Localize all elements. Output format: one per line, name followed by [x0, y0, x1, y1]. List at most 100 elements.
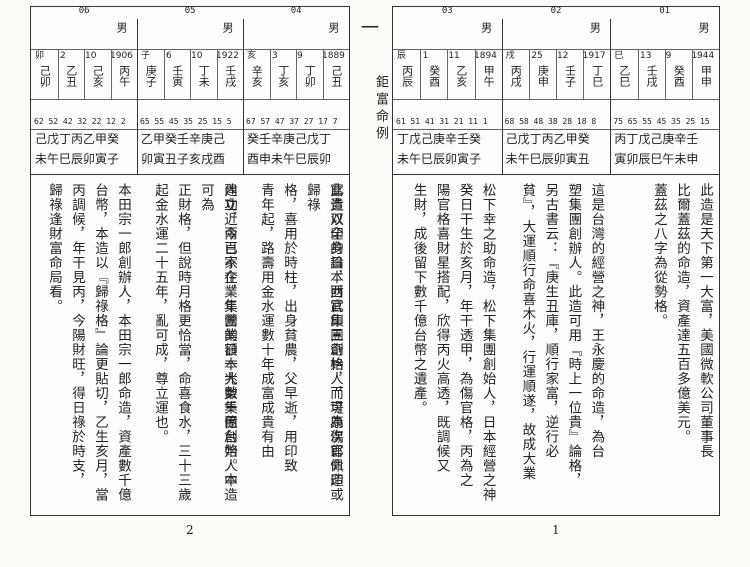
birth-number: 10 — [191, 51, 203, 61]
luck-cycle-branches: 酉申未午巳辰卯 — [247, 152, 332, 166]
pillar: 乙巳 — [617, 65, 631, 87]
pillar: 丙戌 — [509, 65, 523, 87]
pillar-divider — [110, 49, 112, 99]
page-number: 1 — [552, 523, 560, 537]
birth-number: 9 — [665, 51, 672, 61]
pillar: 己亥 — [91, 65, 105, 87]
commentary-line: 正財格，但說時月格更恰當，命喜食水，三十三歲 — [175, 183, 191, 502]
pillar: 庚申 — [536, 65, 550, 87]
commentary-line: 生財，成後留下數千億台幣之遺產。 — [410, 183, 427, 415]
case-column-divider — [610, 19, 612, 174]
commentary-line: 台幣，本造以『歸祿格』論更貼切，乙生亥月，當 — [92, 183, 108, 502]
pillar-divider — [84, 49, 85, 99]
pillar: 乙丑 — [64, 65, 78, 87]
birth-number: 1922 — [216, 51, 239, 61]
birth-number: 1906 — [110, 51, 133, 61]
birth-number: 12 — [557, 51, 569, 61]
pillar: 丁未 — [197, 65, 211, 87]
case-id-row: 03 02 01 — [393, 6, 719, 19]
commentary-line: 塑集團創辦人。此造可用『時上一位貴』論格， — [565, 183, 582, 488]
luck-cycle-stems: 丙丁戊己庚辛壬 — [614, 132, 699, 146]
birth-number: 9 — [297, 51, 303, 61]
pillar-divider — [296, 49, 297, 99]
commentary-line: 歸祿逢財富命局看。 — [46, 183, 62, 314]
commentary-line: 本田宗一郎創辦人，本田宗一郎命造，資產數千億 — [115, 183, 131, 502]
luck-cycle-ages: 62 52 42 32 22 12 2 — [34, 117, 126, 126]
pillar-divider — [528, 49, 530, 99]
pillar: 丙午 — [117, 65, 131, 87]
pillar: 壬戌 — [223, 65, 237, 87]
case-id: 02 — [550, 6, 562, 16]
table-row-divider — [31, 129, 349, 130]
commentary-line: 另古書云：『庚生丑庫，順行家富，逆行必 — [542, 183, 559, 459]
commentary-line: 建立近兩百家企業集團的日本大榮集團創始人中 — [221, 183, 237, 488]
section-number: 一 — [358, 18, 379, 43]
commentary-line: 貧』，大運順行命喜木火，行運順遂，故成大業 — [519, 183, 536, 481]
table-row-divider — [393, 99, 719, 100]
pillar: 癸酉 — [427, 65, 441, 87]
commentary-line: 格，喜用於時柱，出身貧農，父早逝，用印致 — [281, 183, 297, 473]
pillar: 庚子 — [144, 65, 158, 87]
luck-cycle-stems: 丁戊己庚辛壬癸 — [397, 132, 482, 146]
pillar-divider — [322, 49, 324, 99]
birth-number: 10 — [85, 51, 97, 61]
pillar-divider — [216, 49, 218, 99]
commentary-line: 陽官格喜財星搭配，欣得丙火高透，既調候又 — [433, 183, 450, 473]
pillar-divider — [447, 49, 449, 99]
luck-cycle-stems: 癸壬辛庚己戊丁 — [247, 132, 332, 146]
birth-number: 子 — [141, 51, 151, 61]
gender-mark: 男 — [221, 22, 234, 33]
commentary-line: 這是台灣的經營之神，王永慶的命造，為台 — [588, 183, 605, 459]
luck-cycle-ages: 68 58 48 38 28 18 8 — [504, 117, 597, 126]
case-id: 03 — [441, 6, 453, 16]
commentary-line: 青年起，路壽用金水運數十年成富成貴有由 — [258, 183, 274, 459]
commentary-line: 丙調候，年干見丙，今陽財旺，得日祿於時支， — [69, 183, 85, 488]
case-column-divider — [137, 19, 138, 174]
pillar: 丁亥 — [276, 65, 290, 87]
pillar-divider — [637, 49, 639, 99]
birth-number: 1894 — [474, 51, 497, 61]
case-id: 06 — [78, 6, 90, 16]
gender-mark: 男 — [115, 22, 128, 33]
commentary-line: 松下幸之助命造，松下集團創始人，日本經營之神 — [479, 183, 496, 502]
pillar: 壬子 — [563, 65, 577, 87]
commentary-line: 比爾蓋茲的命造，資產達五百多億美元。 — [674, 183, 690, 444]
pillar-divider — [163, 49, 165, 99]
birth-number: 亥 — [247, 51, 257, 61]
pillar: 丙辰 — [400, 65, 414, 87]
birth-number: 卯 — [35, 51, 45, 61]
gender-mark: 男 — [327, 22, 340, 33]
luck-cycle-ages: 67 57 47 37 27 17 7 — [246, 117, 338, 126]
birth-number: 25 — [531, 51, 543, 61]
pillar-divider — [190, 49, 191, 99]
birth-number: 11 — [448, 51, 460, 61]
gender-mark: 男 — [479, 22, 493, 33]
table-row-divider — [31, 99, 349, 100]
birth-number: 1917 — [582, 51, 606, 61]
pillar-divider — [420, 49, 422, 99]
birth-number: 1889 — [322, 51, 345, 61]
pillar: 丁卯 — [303, 65, 317, 87]
birth-number: 2 — [60, 51, 66, 61]
pillar: 己卯 — [38, 65, 52, 87]
birth-number: 1944 — [691, 51, 715, 61]
luck-cycle-branches: 未午巳辰卯寅子 — [35, 152, 120, 166]
pillar: 壬戌 — [645, 65, 659, 87]
luck-cycle-stems: 乙甲癸壬辛庚己 — [141, 132, 226, 146]
gender-mark: 男 — [588, 22, 602, 33]
commentary-line: 內功，今已不在，年營業額一兆數千億台幣。本造可為 — [198, 183, 237, 502]
pillar-divider — [556, 49, 557, 99]
pillar-divider — [474, 49, 476, 99]
pillar: 甲午 — [482, 65, 496, 87]
pillar: 己丑 — [329, 65, 343, 87]
luck-cycle-branches: 未午巳辰卯寅丑 — [505, 152, 590, 166]
luck-cycle-stems: 己戊丁丙乙甲癸 — [505, 132, 590, 146]
pillar: 甲申 — [699, 65, 713, 87]
case-id: 01 — [659, 6, 671, 16]
section-title: 一 — [357, 18, 379, 43]
